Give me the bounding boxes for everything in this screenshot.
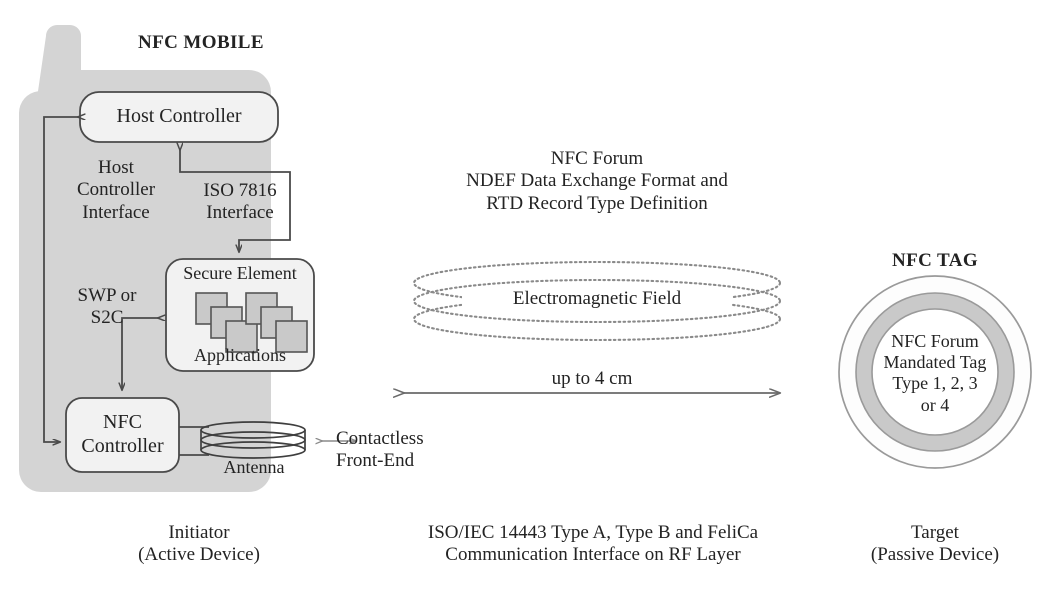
nfc-mobile-title: NFC MOBILE [138,32,264,53]
contactless-front-end-label: Contactless Front-End [336,428,424,472]
antenna-label: Antenna [223,457,285,477]
iso7816-interface-arrow [180,150,291,252]
host-controller-interface-label: Host Controller Interface [76,157,156,223]
nfc-tag-title: NFC TAG [891,250,979,271]
nfc-forum-heading: NFC Forum NDEF Data Exchange Format and … [466,148,728,214]
distance-label: up to 4 cm [551,368,633,389]
secure-element-label: Secure Element [183,263,297,283]
nfc-tag-graphic [838,275,1032,469]
host-controller-label: Host Controller [116,105,242,127]
host-controller-interface-arrow [43,117,78,442]
applications-label: Applications [194,345,286,365]
swp-s2c-label: SWP or S2C [77,285,137,329]
swp-s2c-arrow [122,318,158,390]
nfc-tag-body-label: NFC Forum Mandated Tag Type 1, 2, 3 or 4 [883,331,987,415]
application-squares-right [245,292,308,353]
nfc-controller-label: NFC Controller [81,411,164,457]
rf-layer-caption: ISO/IEC 14443 Type A, Type B and FeliCa … [427,522,759,566]
antenna-coil-icon [200,421,306,459]
application-squares-left [195,292,258,353]
target-caption: Target (Passive Device) [870,522,1000,566]
electromagnetic-field-label: Electromagnetic Field [462,288,732,311]
iso7816-interface-label: ISO 7816 Interface [203,180,277,224]
initiator-caption: Initiator (Active Device) [138,522,260,566]
